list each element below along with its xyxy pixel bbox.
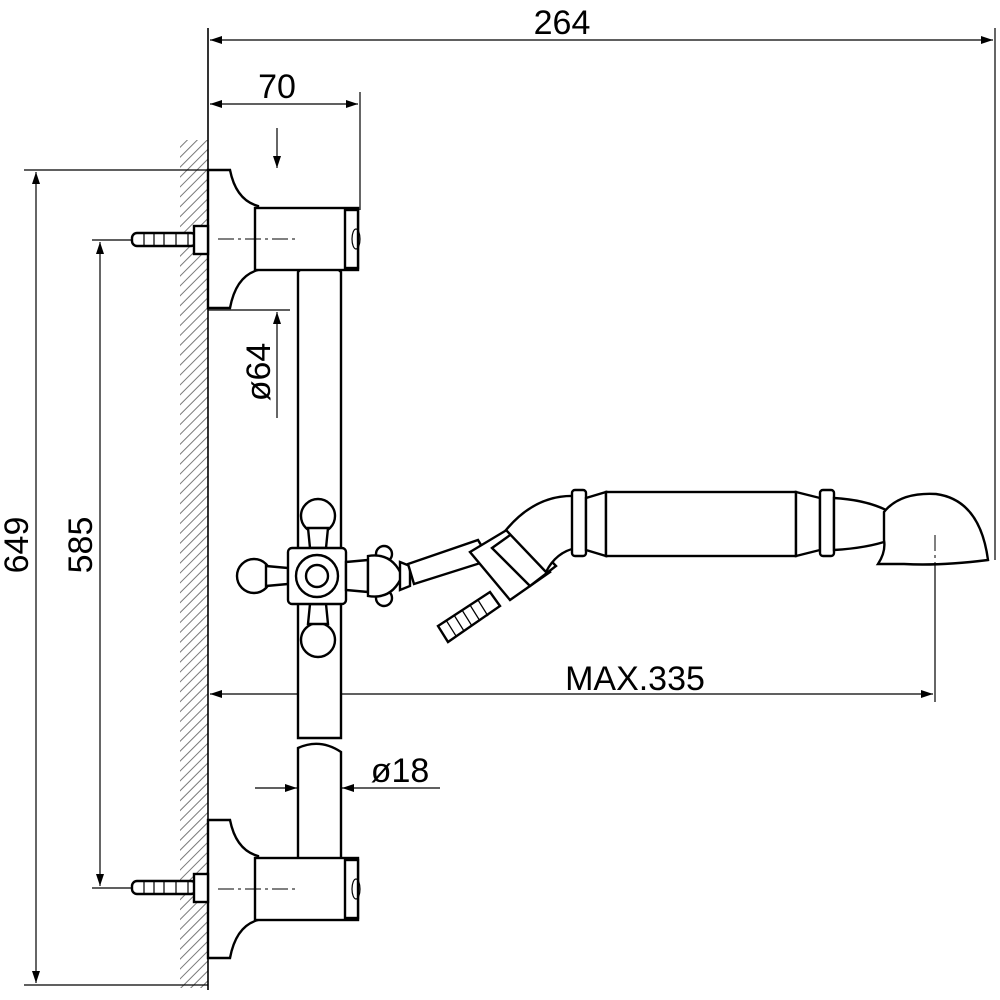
top-wall-screw: [130, 224, 210, 256]
bottom-wall-screw: [130, 872, 210, 904]
wall-hatch: [180, 140, 208, 988]
wall: [180, 28, 209, 990]
dim-label-64: ø64: [240, 343, 278, 402]
bottom-wall-bracket: [206, 818, 361, 960]
dim-label-335: MAX.335: [565, 660, 705, 698]
hose-connector: [436, 590, 502, 644]
dim-label-585: 585: [62, 517, 100, 574]
dim-label-18: ø18: [371, 752, 430, 790]
dim-label-70: 70: [258, 68, 296, 106]
slider-cross-handle: [235, 497, 412, 659]
top-wall-bracket: [206, 168, 361, 310]
dim-label-649: 649: [0, 517, 36, 574]
handshower-holder: [406, 526, 558, 602]
dimension-labels: 264 70 649 585 ø64 ø18 MAX.335: [0, 4, 705, 790]
dim-label-264: 264: [534, 4, 591, 42]
extension-lines: [24, 28, 996, 986]
hand-shower: [504, 488, 990, 600]
